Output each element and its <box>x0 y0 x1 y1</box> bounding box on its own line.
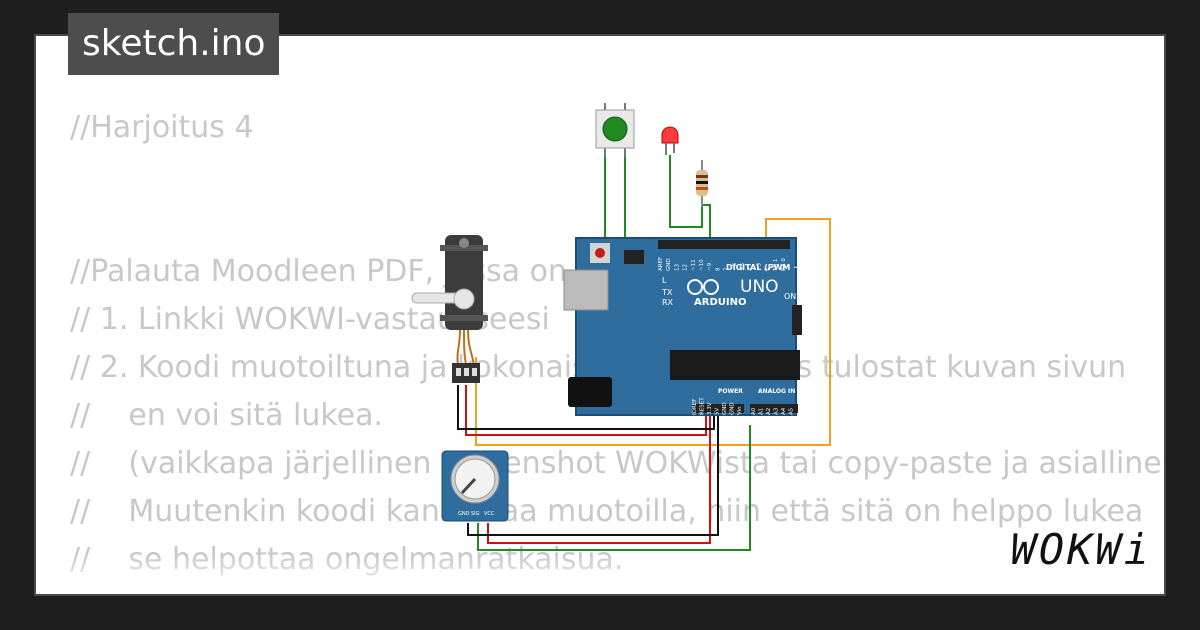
resistor <box>696 160 708 207</box>
wire-pot-gnd <box>467 415 719 536</box>
pin-label: ~6 <box>732 262 738 271</box>
code-line: // 1. Linkki WOKWI-vastaukseesi <box>70 302 550 337</box>
pin-label: ~11 <box>691 259 697 271</box>
pin-label: 12 <box>683 264 689 271</box>
pin-label: AREF <box>658 257 664 271</box>
pot-pin-gnd: GND <box>458 511 470 517</box>
pin-label: A3 <box>774 407 780 415</box>
analog-label: ANALOG IN <box>758 388 795 395</box>
pin-label: 4 <box>748 267 754 271</box>
pin-label: ~5 <box>740 262 746 271</box>
code-line: //Harjoitus 4 <box>70 110 254 145</box>
arduino-uno-board[interactable]: DIGITAL (PWM ~) TX RX L ARDUINO UNO ON P… <box>563 237 804 416</box>
pin-label: GND <box>722 402 728 415</box>
power-header <box>692 404 744 413</box>
pin-label: A4 <box>781 407 787 415</box>
wire-pot-signal <box>477 425 751 551</box>
pin-label: A5 <box>789 407 795 415</box>
push-button[interactable] <box>595 103 635 157</box>
pin-label: 8 <box>715 267 721 271</box>
tx-label: TX <box>661 288 673 297</box>
wire-led <box>669 155 703 228</box>
pin-label: GND <box>730 402 736 415</box>
pin-label: 13 <box>674 264 680 271</box>
rx-label: RX <box>662 298 674 307</box>
circuit-diagram[interactable]: DIGITAL (PWM ~) TX RX L ARDUINO UNO ON P… <box>400 95 840 560</box>
file-tab[interactable]: sketch.ino <box>68 13 280 75</box>
pot-pin-sig: SIG <box>471 511 480 517</box>
wire-servo-vcc <box>465 385 707 436</box>
power-label: POWER <box>718 388 743 395</box>
bottom-fade <box>36 554 1164 594</box>
wire-resistor <box>702 204 711 240</box>
pin-label: 7 <box>724 267 730 271</box>
power-jack <box>568 377 612 407</box>
pin-label: ~9 <box>707 262 713 271</box>
digital-header <box>658 240 790 249</box>
pin-label: 3.3V <box>707 402 713 415</box>
servo-motor[interactable] <box>411 235 488 383</box>
code-line: //Palauta Moodleen PDF, jossa on <box>70 254 567 289</box>
l-label: L <box>662 276 667 285</box>
pin-label: GND <box>666 258 672 271</box>
potentiometer[interactable]: GND SIG VCC <box>441 450 509 522</box>
arduino-logo-icon <box>687 279 719 295</box>
pot-pin-vcc: VCC <box>484 511 495 517</box>
wokwi-logo: WOKWi <box>1010 525 1152 574</box>
code-line: // en voi sitä lukea. <box>70 398 384 433</box>
pin-label: RESET <box>700 397 706 415</box>
pin-label: IOREF <box>692 399 698 415</box>
pin-label: A0 <box>751 407 757 415</box>
digital-label: DIGITAL (PWM ~) <box>726 263 804 272</box>
brand-label: ARDUINO <box>694 297 746 308</box>
analog-header <box>750 404 798 413</box>
code-line: // Muutenkin koodi kannattaa muotoilla, … <box>70 494 1144 529</box>
pin-label: TX 1 <box>773 259 779 272</box>
wire-pot-vcc <box>487 415 711 544</box>
model-label: UNO <box>740 277 779 297</box>
atmega-chip <box>670 350 800 380</box>
led-red[interactable] <box>661 126 679 155</box>
pin-label: RX 0 <box>781 258 787 271</box>
pin-label: ~10 <box>699 259 705 271</box>
usb-port <box>563 269 609 311</box>
pin-label: A1 <box>759 408 765 415</box>
pin-label: ~3 <box>756 262 762 271</box>
pin-label: 5V <box>715 408 721 415</box>
code-line: // (vaikkapa järjellinen screenshot WOKW… <box>70 446 1166 481</box>
wires <box>457 155 831 551</box>
on-label: ON <box>784 292 796 301</box>
wire-servo-gnd <box>457 385 715 430</box>
pin-label: A2 <box>766 408 772 415</box>
pin-label: Vin <box>737 406 743 415</box>
pin-label: 2 <box>765 268 771 272</box>
wire-orange <box>475 218 831 446</box>
